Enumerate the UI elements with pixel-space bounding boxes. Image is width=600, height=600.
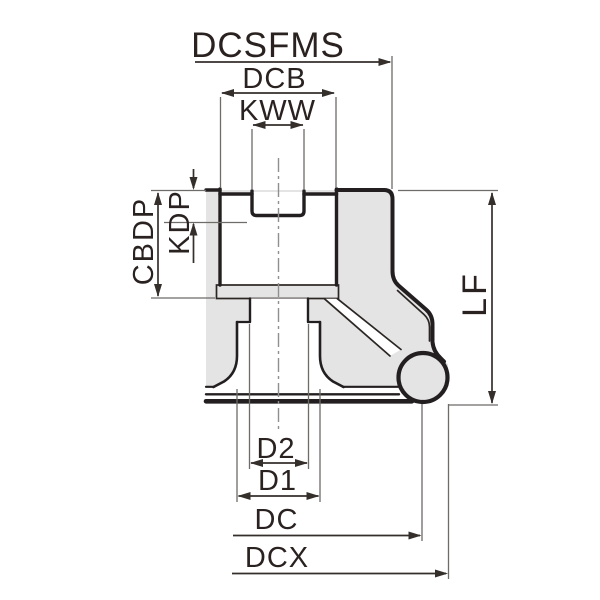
kww-label: KWW <box>239 95 316 127</box>
dim-d2: D2 <box>248 324 310 469</box>
kdp-arrow-up <box>189 222 198 236</box>
bore-d1-wall-right <box>318 320 345 389</box>
d2-arrow-right <box>295 459 308 467</box>
dcb-arrow-right <box>322 89 335 97</box>
dim-dcx: DCX <box>232 404 450 579</box>
dc-label: DC <box>255 504 299 536</box>
dim-lf: LF <box>398 189 498 406</box>
dcsfms-arrow-right <box>378 58 392 66</box>
dc-arrow-right <box>408 531 422 540</box>
bore-d1-wall-left <box>212 320 239 389</box>
dcsfms-label: DCSFMS <box>191 26 345 65</box>
lf-arrow-down <box>488 391 496 404</box>
dim-dc: DC <box>233 404 423 541</box>
d1-arrow-left <box>237 492 251 500</box>
cbdp-arrow-down <box>154 284 162 297</box>
dim-kww: KWW <box>239 95 316 190</box>
dcb-arrow-left <box>221 89 234 97</box>
d1-arrow-right <box>306 492 320 500</box>
slope-inner-edge <box>396 289 431 342</box>
dcx-arrow-right <box>435 569 448 578</box>
insert-gash <box>324 298 401 356</box>
dim-dcb: DCB <box>219 63 337 188</box>
d2-label: D2 <box>256 433 295 465</box>
dim-d1: D1 <box>236 389 321 502</box>
cbdp-label: CBDP <box>128 197 160 286</box>
dim-dcsfms: DCSFMS <box>191 26 393 189</box>
kdp-arrow-down <box>189 177 198 190</box>
d1-label: D1 <box>258 465 297 497</box>
top-face-right-and-side <box>334 188 446 364</box>
kww-arrow-right <box>290 121 304 129</box>
kdp-label: KDP <box>164 189 196 255</box>
d2-arrow-left <box>250 459 263 467</box>
dim-cbdp: CBDP <box>128 189 215 299</box>
dcx-label: DCX <box>245 542 309 574</box>
lf-label: LF <box>456 271 494 317</box>
lf-arrow-up <box>488 192 496 205</box>
insert-gash-edge-right <box>336 297 402 351</box>
cbdp-arrow-up <box>154 192 162 205</box>
round-insert <box>396 350 450 405</box>
bore-d1 <box>214 322 343 387</box>
dim-kdp: KDP <box>164 169 247 263</box>
dcb-label: DCB <box>242 63 306 95</box>
insert-gash-edge-left <box>323 297 391 357</box>
cutter-body-section <box>203 187 448 404</box>
kww-arrow-left <box>252 121 266 129</box>
